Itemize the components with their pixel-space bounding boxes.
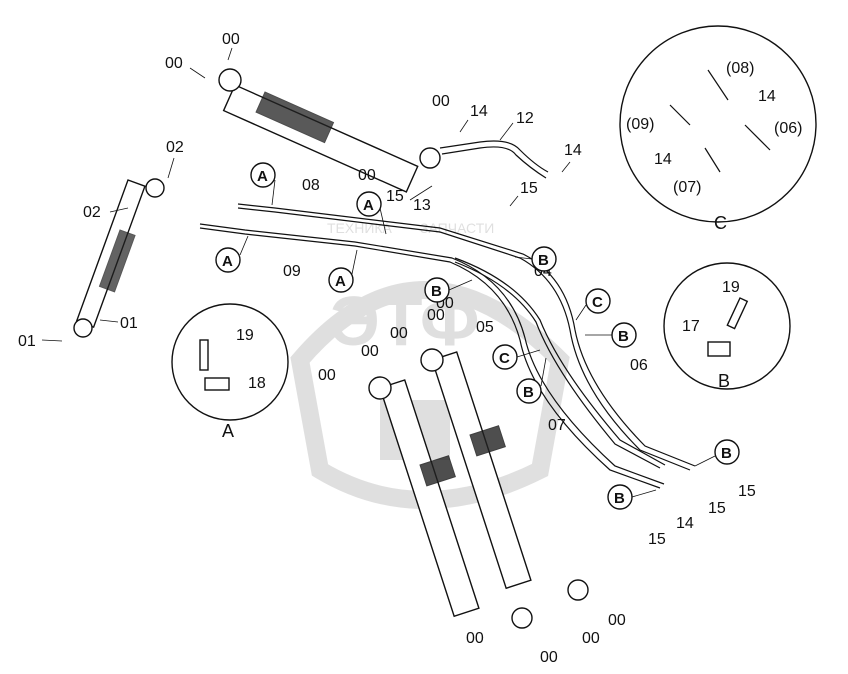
detail-c-07: (07) (673, 179, 701, 196)
detail-c-title: C (714, 213, 727, 233)
label-07: 07 (548, 417, 566, 434)
svg-text:A: A (222, 253, 233, 270)
detail-c-06: (06) (774, 120, 802, 137)
detail-c-14b: 14 (654, 151, 672, 168)
svg-text:B: B (431, 283, 442, 300)
label-02a: 02 (166, 139, 184, 156)
label-01a: 01 (18, 333, 36, 350)
detail-b: 19 17 B (663, 262, 791, 391)
watermark-logo-text: ЭТФ (330, 282, 480, 360)
label-00g: 00 (361, 343, 379, 360)
callout-a2: A (356, 191, 382, 217)
callout-b5: B (714, 439, 740, 465)
svg-text:B: B (538, 252, 549, 269)
callout-b2: B (424, 277, 450, 303)
svg-text:C: C (499, 350, 510, 367)
label-15b: 15 (520, 180, 538, 197)
callout-a4: A (328, 267, 354, 293)
svg-text:C: C (592, 294, 603, 311)
svg-text:B: B (614, 490, 625, 507)
callout-c1: C (585, 288, 611, 314)
label-09: 09 (283, 263, 301, 280)
label-15d: 15 (708, 500, 726, 517)
callout-b4: B (516, 378, 542, 404)
callout-a1: A (250, 162, 276, 188)
detail-a-title: A (222, 421, 234, 441)
bottom-cylinders (368, 348, 589, 629)
detail-a-19: 19 (236, 327, 254, 344)
label-00f: 00 (390, 325, 408, 342)
label-14a: 14 (470, 103, 488, 120)
label-14b: 14 (564, 142, 582, 159)
detail-c-14a: 14 (758, 88, 776, 105)
svg-text:B: B (721, 445, 732, 462)
label-02b: 02 (83, 204, 101, 221)
detail-b-17: 17 (682, 318, 700, 335)
label-00a: 00 (222, 31, 240, 48)
svg-text:A: A (257, 168, 268, 185)
detail-b-19: 19 (722, 279, 740, 296)
callout-b6: B (607, 484, 633, 510)
label-00h: 00 (318, 367, 336, 384)
label-08: 08 (302, 177, 320, 194)
top-cylinder (218, 68, 549, 193)
label-00k: 00 (582, 630, 600, 647)
callout-c2: C (492, 344, 518, 370)
label-15c: 15 (738, 483, 756, 500)
detail-c: (08) (09) (06) (07) 14 14 C (619, 25, 817, 233)
label-01b: 01 (120, 315, 138, 332)
label-00d: 00 (358, 167, 376, 184)
svg-text:B: B (523, 384, 534, 401)
label-05: 05 (476, 319, 494, 336)
left-cylinder (73, 178, 165, 338)
callout-a3: A (215, 247, 241, 273)
callouts: A A A A B B B B B B C C (215, 162, 740, 510)
callout-b3: B (611, 322, 637, 348)
label-13: 13 (413, 197, 431, 214)
label-15e: 15 (648, 531, 666, 548)
svg-text:A: A (363, 197, 374, 214)
detail-c-09: (09) (626, 116, 654, 133)
label-06: 06 (630, 357, 648, 374)
svg-text:A: A (335, 273, 346, 290)
label-00j: 00 (466, 630, 484, 647)
label-00l: 00 (540, 649, 558, 666)
label-12: 12 (516, 110, 534, 127)
label-00b: 00 (165, 55, 183, 72)
label-15a: 15 (386, 188, 404, 205)
label-14c: 14 (676, 515, 694, 532)
svg-text:B: B (618, 328, 629, 345)
detail-b-title: B (718, 371, 730, 391)
label-00i: 00 (608, 612, 626, 629)
detail-a-18: 18 (248, 375, 266, 392)
detail-a: 19 18 A (171, 303, 289, 441)
callout-b1: B (531, 246, 557, 272)
detail-c-08: (08) (726, 60, 754, 77)
label-00c: 00 (432, 93, 450, 110)
label-00e: 00 (427, 307, 445, 324)
